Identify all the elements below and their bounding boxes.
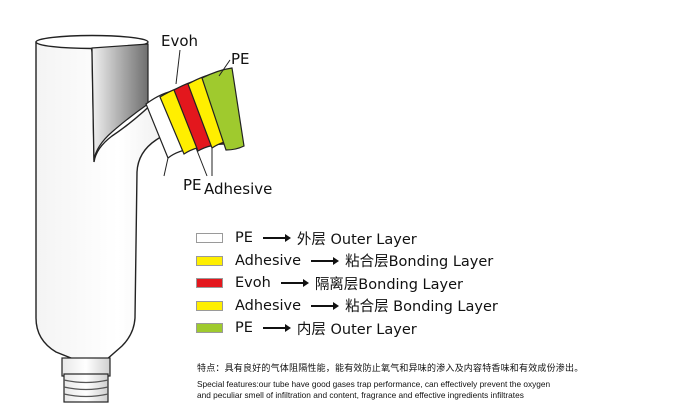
tube-neck xyxy=(61,357,111,403)
legend-layer-label: Adhesive xyxy=(235,297,302,314)
arrow-icon xyxy=(262,324,291,333)
legend-row-evoh: Evoh 隔离层Bonding Layer xyxy=(196,272,498,295)
arrow-icon xyxy=(311,301,340,310)
tube-inside-shadow xyxy=(91,43,149,161)
callout-adhesive: Adhesive xyxy=(204,180,273,198)
legend-row-pe-inner: PE 内层 Outer Layer xyxy=(196,317,498,340)
legend-layer-meaning: 外层 Outer Layer xyxy=(296,231,417,248)
arrow-icon xyxy=(262,234,291,243)
legend-layer-meaning: 粘合层 Bonding Layer xyxy=(345,299,498,316)
legend-row-adhesive-outer: Adhesive 粘合层Bonding Layer xyxy=(196,250,498,273)
layer-legend: PE 外层 Outer Layer Adhesive 粘合层Bonding La… xyxy=(196,227,498,340)
callout-pe-top: PE xyxy=(231,50,250,68)
features-chinese: 特点：具有良好的气体阻隔性能，能有效防止氧气和异味的渗入及内容特香味和有效成份渗… xyxy=(197,364,584,374)
legend-row-pe-outer: PE 外层 Outer Layer xyxy=(196,227,498,250)
swatch-pe-outer xyxy=(196,233,223,244)
legend-layer-label: PE xyxy=(235,230,253,247)
legend-layer-label: Evoh xyxy=(235,275,271,292)
arrow-icon xyxy=(311,256,340,265)
callout-pe-inner: PE xyxy=(183,176,202,194)
arrow-icon xyxy=(280,279,309,288)
special-features: 特点：具有良好的气体阻隔性能，能有效防止氧气和异味的渗入及内容特香味和有效成份渗… xyxy=(197,361,687,401)
swatch-adhesive-outer xyxy=(196,255,223,266)
features-english-line1: Special features:our tube have good gase… xyxy=(197,379,551,389)
legend-row-adhesive-inner: Adhesive 粘合层 Bonding Layer xyxy=(196,295,498,318)
layer-strips xyxy=(145,67,245,159)
legend-layer-label: PE xyxy=(235,320,253,337)
features-english-line2: and peculiar smell of infiltration and c… xyxy=(197,390,524,400)
swatch-adhesive-inner xyxy=(196,300,223,311)
swatch-evoh xyxy=(196,278,223,289)
legend-layer-meaning: 粘合层Bonding Layer xyxy=(345,254,494,271)
legend-layer-label: Adhesive xyxy=(235,252,302,269)
callout-leaders xyxy=(163,49,231,177)
strip-pe-inner xyxy=(201,67,245,151)
legend-layer-meaning: 隔离层Bonding Layer xyxy=(314,276,463,293)
swatch-pe-inner xyxy=(196,323,223,334)
callout-evoh: Evoh xyxy=(161,32,199,50)
legend-layer-meaning: 内层 Outer Layer xyxy=(296,321,417,338)
